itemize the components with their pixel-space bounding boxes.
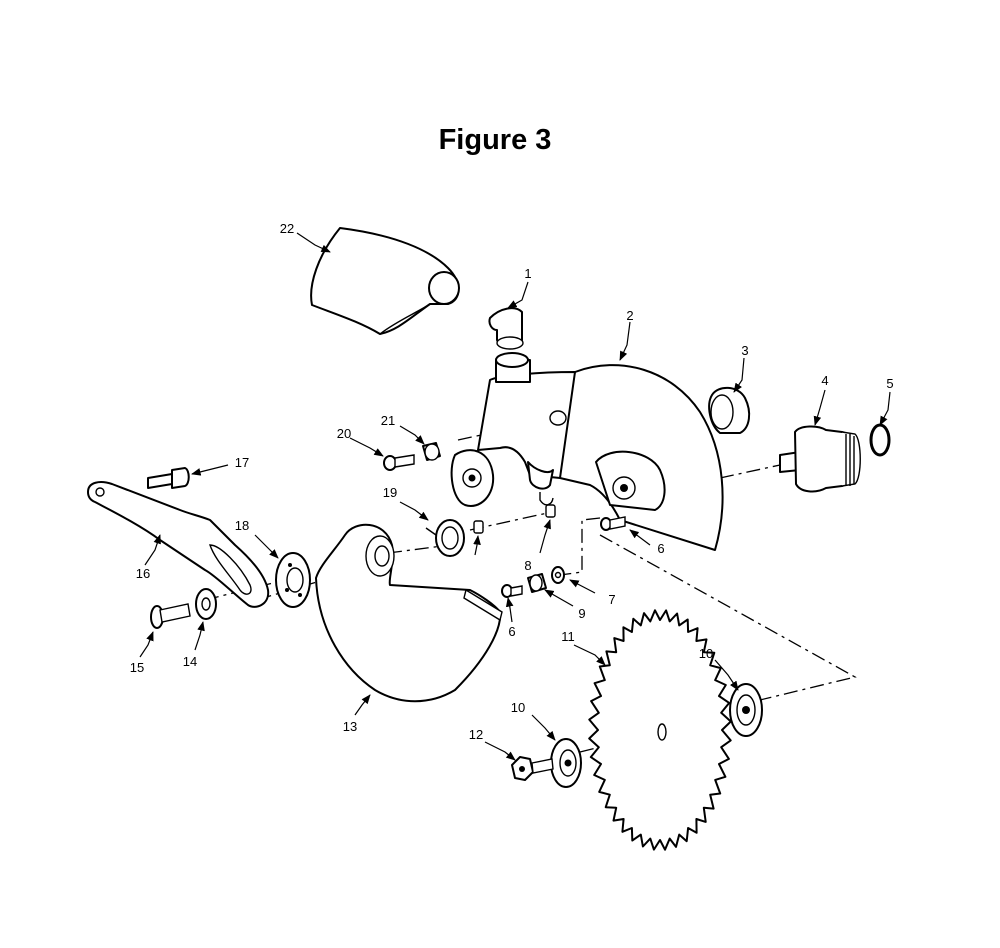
- callout-numbers: 1 2 3 4 5 6 6 7 8 9 10 10 11 12 13 14 15…: [130, 221, 894, 742]
- screw-part-6-b: [501, 584, 523, 598]
- spring-part-19: [425, 519, 465, 557]
- blade-flange-part-10-outer: [729, 683, 763, 737]
- callout-2: 2: [626, 308, 633, 323]
- callout-7: 7: [608, 592, 615, 607]
- callout-19: 19: [383, 485, 397, 500]
- callout-10-outer: 10: [699, 646, 713, 661]
- callout-1: 1: [524, 266, 531, 281]
- saw-blade-part-11: [588, 609, 732, 851]
- callout-11: 11: [561, 629, 575, 644]
- callout-20: 20: [337, 426, 351, 441]
- retaining-ring-part-5: [869, 423, 891, 457]
- bearing-part-3: [708, 386, 751, 434]
- collar-part-9: [527, 573, 547, 593]
- callout-4: 4: [821, 373, 828, 388]
- lever-arm-part-16: [87, 481, 270, 608]
- callout-17: 17: [235, 455, 249, 470]
- leader-arrows: [139, 232, 891, 761]
- washer-part-7: [551, 566, 565, 584]
- callout-10-inner: 10: [511, 700, 525, 715]
- upper-blade-guard-part-2: [450, 352, 724, 551]
- callout-3: 3: [741, 343, 748, 358]
- callout-6-right: 6: [657, 541, 664, 556]
- callout-18: 18: [235, 518, 249, 533]
- callout-6-lower: 6: [508, 624, 515, 639]
- hex-bolt-part-12: [511, 756, 554, 781]
- dust-bag-part-22: [310, 227, 460, 335]
- callout-14: 14: [183, 654, 197, 669]
- callout-15: 15: [130, 660, 144, 675]
- callout-8: 8: [524, 558, 531, 573]
- callout-13: 13: [343, 719, 357, 734]
- callout-9: 9: [578, 606, 585, 621]
- set-screw-part-8-a: [473, 520, 484, 534]
- spindle-part-4: [779, 425, 861, 493]
- screw-part-20: [383, 454, 415, 471]
- callout-21: 21: [381, 413, 395, 428]
- callout-5: 5: [886, 376, 893, 391]
- screw-part-15: [150, 603, 191, 629]
- callout-22: 22: [280, 221, 294, 236]
- bushing-part-21: [422, 442, 441, 461]
- blade-flange-part-10-inner: [550, 738, 582, 788]
- lower-blade-guard-part-13: [315, 523, 503, 703]
- elbow-part-1: [488, 307, 524, 350]
- callout-16: 16: [136, 566, 150, 581]
- screw-part-6-a: [600, 516, 626, 531]
- set-screw-part-8-b: [545, 504, 556, 518]
- figure-title: Figure 3: [438, 124, 552, 156]
- shoulder-bolt-part-17: [147, 467, 190, 489]
- washer-part-14: [195, 588, 217, 620]
- callout-12: 12: [469, 727, 483, 742]
- flange-part-18: [275, 552, 311, 608]
